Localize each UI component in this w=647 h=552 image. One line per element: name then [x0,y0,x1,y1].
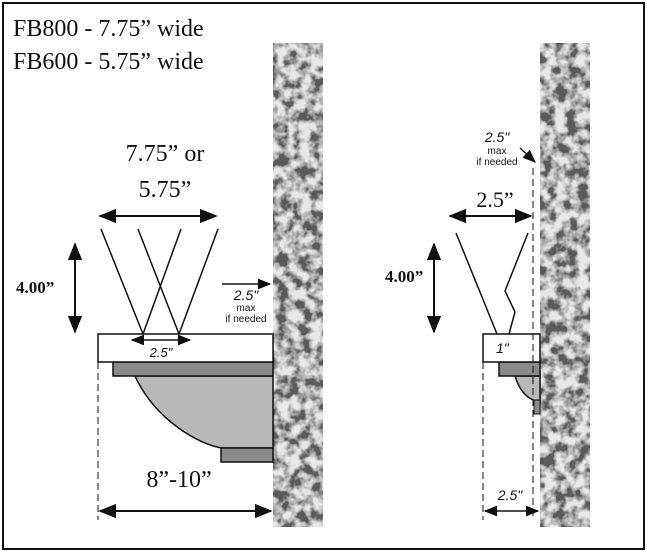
right-top-width-label: 2.5” [476,187,513,212]
title-fb800: FB800 - 7.75” wide [13,16,204,42]
left-width-label-1: 7.75” or [126,141,205,167]
right-line-angled [504,232,529,335]
right-mantel [482,333,541,363]
right-bottom-offset-label: 2.5" [497,487,523,503]
right-upper-ledge [498,361,541,377]
right-height-label: 4.00” [385,267,423,286]
left-height-label: 4.00” [16,278,54,297]
left-width-label-2: 5.75” [139,177,192,203]
left-line-outer-left [100,228,144,335]
left-depth-label: 8”-10” [146,467,211,493]
right-gap-arrow [519,147,536,163]
left-line-outer-right [178,228,219,335]
left-line-inner-left [137,228,180,335]
right-gap-value: 2.5" [484,129,510,145]
left-gap-max: max [237,303,256,314]
right-assembly [455,168,541,520]
left-lower-ledge [220,447,274,463]
stone-wall-right [540,43,590,527]
left-gap-if-needed: if needed [225,314,266,325]
left-inner-width-label: 2.5" [149,345,174,360]
right-line-left [455,232,498,335]
stone-wall-left [273,43,323,527]
left-gap-value: 2.5" [233,287,259,303]
left-upper-ledge [112,361,274,377]
left-line-inner-right [142,228,182,335]
right-ledge-label: 1" [496,340,510,356]
right-gap-max: max [488,146,507,157]
left-mantel [97,333,274,363]
right-gap-if-needed: if needed [476,157,517,168]
right-lower-ledge [533,399,541,415]
title-fb600: FB600 - 5.75” wide [13,49,204,75]
